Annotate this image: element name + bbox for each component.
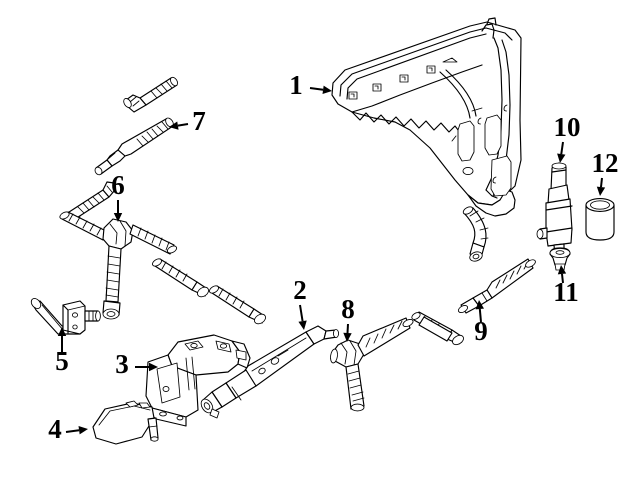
callout-arrowhead-7 bbox=[169, 121, 179, 130]
callout-leader-1 bbox=[309, 87, 324, 91]
callout-arrowhead-4 bbox=[78, 426, 88, 435]
callout-6: 6 bbox=[111, 170, 125, 222]
callout-label-12: 12 bbox=[592, 148, 619, 178]
part-reservoir-cover-plate bbox=[92, 400, 159, 445]
callout-arrowhead-2 bbox=[298, 320, 307, 330]
callout-leader-9 bbox=[478, 308, 482, 323]
part-washer-fluid-reservoir bbox=[331, 17, 522, 217]
callout-leader-2 bbox=[299, 304, 304, 322]
callout-8: 8 bbox=[341, 294, 355, 342]
part-hose-tee-upper bbox=[59, 211, 178, 320]
callout-label-3: 3 bbox=[115, 349, 129, 379]
part-washer-hose-midleft bbox=[152, 258, 209, 298]
part-washer-hose-nine bbox=[457, 258, 536, 314]
callout-11: 11 bbox=[553, 265, 579, 307]
part-washer-hose-mid bbox=[209, 285, 266, 325]
callout-label-9: 9 bbox=[474, 316, 488, 346]
callout-label-2: 2 bbox=[293, 275, 307, 305]
callout-label-4: 4 bbox=[48, 414, 62, 444]
callout-1: 1 bbox=[289, 70, 332, 100]
callout-12: 12 bbox=[592, 148, 619, 196]
callout-arrowhead-10 bbox=[557, 153, 566, 163]
part-washer-hose-seven bbox=[94, 117, 174, 176]
callout-arrowhead-9 bbox=[475, 300, 484, 310]
reservoir-clip-tabs bbox=[348, 65, 436, 100]
callout-label-7: 7 bbox=[192, 106, 206, 136]
callout-leader-11 bbox=[561, 273, 564, 284]
callout-5: 5 bbox=[55, 327, 69, 376]
callout-10: 10 bbox=[554, 112, 581, 163]
part-washer-hose-topleft bbox=[123, 76, 178, 113]
callout-arrowhead-8 bbox=[343, 332, 352, 342]
callout-9: 9 bbox=[474, 300, 488, 346]
callout-7: 7 bbox=[169, 106, 206, 136]
callout-label-6: 6 bbox=[111, 170, 125, 200]
part-pump-seal-sleeve bbox=[585, 198, 615, 241]
part-washer-nozzle-assembly bbox=[200, 325, 340, 419]
callout-leader-8 bbox=[346, 323, 349, 334]
callout-label-10: 10 bbox=[554, 112, 581, 142]
callout-label-5: 5 bbox=[55, 346, 69, 376]
callout-arrowhead-11 bbox=[557, 265, 567, 275]
part-washer-hose-short-right bbox=[418, 316, 453, 342]
callout-leader-10 bbox=[560, 141, 564, 155]
callout-2: 2 bbox=[293, 275, 307, 330]
callout-arrowhead-3 bbox=[149, 362, 158, 372]
callout-label-11: 11 bbox=[553, 277, 579, 307]
callout-4: 4 bbox=[48, 414, 88, 444]
reservoir-mold-marks bbox=[477, 104, 508, 184]
callout-label-1: 1 bbox=[289, 70, 303, 100]
callout-leader-12 bbox=[600, 177, 603, 188]
callout-leader-7 bbox=[177, 123, 189, 127]
callout-arrowhead-6 bbox=[113, 213, 123, 222]
callout-label-8: 8 bbox=[341, 294, 355, 324]
part-hose-tee-lower bbox=[330, 317, 414, 412]
part-pump-grommet bbox=[549, 247, 571, 271]
part-washer-hose-elbow bbox=[462, 206, 489, 262]
callout-3: 3 bbox=[115, 349, 158, 379]
callout-arrowhead-5 bbox=[57, 327, 67, 336]
callout-arrowhead-1 bbox=[322, 85, 332, 94]
part-reservoir-mounting-bracket bbox=[145, 334, 251, 427]
part-filler-tube-bracket bbox=[30, 298, 101, 335]
callout-leader-4 bbox=[65, 429, 80, 433]
callout-arrowhead-12 bbox=[596, 186, 606, 196]
part-washer-fluid-pump bbox=[536, 162, 573, 259]
